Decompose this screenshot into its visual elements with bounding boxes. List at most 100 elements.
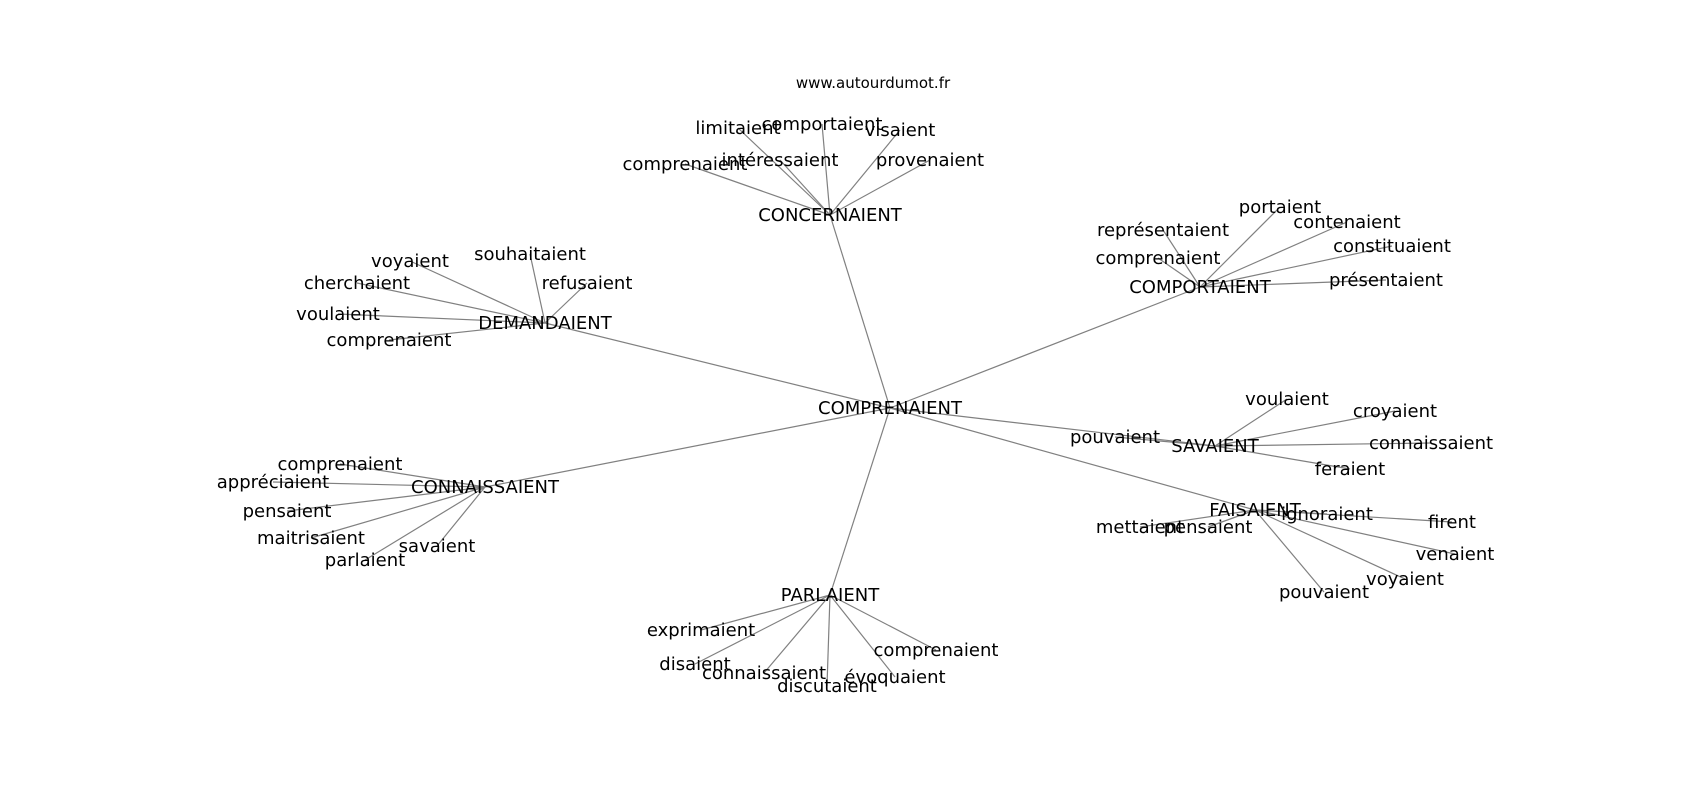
edge-demandaient-voulaient bbox=[337, 313, 546, 324]
leaf-node-voyaient[interactable]: voyaient bbox=[371, 251, 449, 272]
leaf-node-constituaient[interactable]: constituaient bbox=[1333, 236, 1451, 257]
leaf-node-feraient[interactable]: feraient bbox=[1315, 459, 1385, 480]
edge-connaissaient-maitrisaient bbox=[310, 486, 486, 539]
leaf-node-exprimaient[interactable]: exprimaient bbox=[647, 620, 755, 641]
edge-center-connaissaient bbox=[484, 407, 891, 488]
hub-node-faisaient[interactable]: FAISAIENT bbox=[1209, 500, 1302, 521]
leaf-node-ignoraient[interactable]: ignoraient bbox=[1281, 504, 1373, 525]
leaf-node-comprenaient[interactable]: comprenaient bbox=[278, 454, 403, 475]
leaf-node-visaient[interactable]: visaient bbox=[865, 120, 936, 141]
edge-concernaient-interessaient bbox=[779, 159, 831, 216]
edge-comportaient-presentaient bbox=[1199, 279, 1387, 288]
edge-connaissaient-comprenaient bbox=[339, 463, 486, 488]
edge-center-parlaient bbox=[829, 407, 891, 596]
center-node[interactable]: COMPRENAIENT bbox=[818, 398, 963, 419]
edges bbox=[272, 123, 1456, 687]
edge-parlaient-exprimaient bbox=[700, 594, 831, 631]
edge-savaient-croyaient bbox=[1214, 410, 1396, 447]
leaf-node-discutaient[interactable]: discutaient bbox=[777, 676, 877, 697]
edge-demandaient-refusaient bbox=[544, 282, 588, 324]
edge-comportaient-constituaient bbox=[1199, 245, 1393, 288]
edge-center-demandaient bbox=[544, 322, 891, 409]
leaf-node-pouvaient[interactable]: pouvaient bbox=[1070, 427, 1160, 448]
edge-center-concernaient bbox=[829, 214, 891, 409]
hub-node-demandaient[interactable]: DEMANDAIENT bbox=[478, 313, 613, 334]
leaf-node-pouvaient[interactable]: pouvaient bbox=[1279, 582, 1369, 603]
leaf-node-comportaient[interactable]: comportaient bbox=[762, 114, 883, 135]
edge-savaient-connaissaient bbox=[1214, 442, 1432, 447]
edge-comportaient-representaient bbox=[1162, 229, 1201, 288]
leaf-node-presentaient[interactable]: présentaient bbox=[1329, 270, 1443, 291]
edge-connaissaient-savaient bbox=[436, 486, 486, 547]
leaf-node-provenaient[interactable]: provenaient bbox=[876, 150, 984, 171]
edge-connaissaient-pensaient bbox=[286, 486, 486, 512]
leaf-node-comprenaient[interactable]: comprenaient bbox=[874, 640, 999, 661]
edge-comportaient-contenaient bbox=[1199, 221, 1348, 288]
leaf-node-interessaient[interactable]: intéressaient bbox=[722, 150, 839, 171]
leaf-node-portaient[interactable]: portaient bbox=[1239, 197, 1321, 218]
labels: www.autourdumot.frCOMPRENAIENTCONCERNAIE… bbox=[217, 74, 1495, 697]
edge-concernaient-visaient bbox=[829, 129, 901, 216]
leaf-node-limitaient[interactable]: limitaient bbox=[695, 118, 780, 139]
leaf-node-connaissaient[interactable]: connaissaient bbox=[1369, 433, 1493, 454]
leaf-node-connaissaient[interactable]: connaissaient bbox=[702, 663, 826, 684]
leaf-node-cherchaient[interactable]: cherchaient bbox=[304, 273, 410, 294]
leaf-node-representaient[interactable]: représentaient bbox=[1097, 220, 1229, 241]
leaf-node-maitrisaient[interactable]: maitrisaient bbox=[257, 528, 365, 549]
hub-node-comportaient[interactable]: COMPORTAIENT bbox=[1129, 277, 1272, 298]
leaf-node-comprenaient[interactable]: comprenaient bbox=[327, 330, 452, 351]
edge-savaient-pouvaient bbox=[1114, 436, 1216, 447]
leaf-node-contenaient[interactable]: contenaient bbox=[1293, 212, 1400, 233]
leaf-node-evoquaient[interactable]: évoquaient bbox=[844, 667, 945, 688]
leaf-node-voulaient[interactable]: voulaient bbox=[296, 304, 380, 325]
edge-demandaient-voyaient bbox=[409, 260, 546, 324]
edge-faisaient-mettaient bbox=[1139, 509, 1256, 528]
edge-concernaient-limitaient bbox=[737, 127, 831, 216]
hub-node-parlaient[interactable]: PARLAIENT bbox=[781, 585, 880, 606]
edge-savaient-feraient bbox=[1214, 445, 1351, 470]
edge-parlaient-connaissaient bbox=[763, 594, 831, 674]
leaf-node-venaient[interactable]: venaient bbox=[1416, 544, 1495, 565]
edge-connaissaient-appreciaient bbox=[272, 481, 486, 488]
edge-concernaient-provenaient bbox=[829, 159, 931, 216]
edge-demandaient-souhaitaient bbox=[529, 253, 546, 324]
edge-concernaient-comportaient bbox=[821, 123, 831, 216]
leaf-node-comprenaient[interactable]: comprenaient bbox=[623, 154, 748, 175]
leaf-node-refusaient[interactable]: refusaient bbox=[542, 273, 633, 294]
edge-center-savaient bbox=[889, 407, 1216, 447]
leaf-node-mettaient[interactable]: mettaient bbox=[1096, 517, 1184, 538]
edge-center-faisaient bbox=[889, 407, 1256, 511]
edge-faisaient-voyaient bbox=[1254, 509, 1406, 580]
edge-faisaient-firent bbox=[1254, 509, 1453, 523]
edge-parlaient-disaient bbox=[694, 594, 831, 665]
leaf-node-souhaitaient[interactable]: souhaitaient bbox=[474, 244, 586, 265]
leaf-node-voyaient[interactable]: voyaient bbox=[1366, 569, 1444, 590]
edge-faisaient-pensaient bbox=[1207, 509, 1256, 528]
leaf-node-firent[interactable]: firent bbox=[1428, 512, 1476, 533]
edge-faisaient-pouvaient bbox=[1254, 509, 1325, 593]
leaf-node-comprenaient[interactable]: comprenaient bbox=[1096, 248, 1221, 269]
leaf-node-croyaient[interactable]: croyaient bbox=[1353, 401, 1437, 422]
leaf-node-voulaient[interactable]: voulaient bbox=[1245, 389, 1329, 410]
hub-node-connaissaient[interactable]: CONNAISSAIENT bbox=[411, 477, 560, 498]
hub-node-savaient[interactable]: SAVAIENT bbox=[1171, 436, 1260, 457]
leaf-node-appreciaient[interactable]: appréciaient bbox=[217, 472, 329, 493]
edge-comportaient-comprenaient bbox=[1157, 257, 1201, 288]
edge-parlaient-comprenaient bbox=[829, 594, 937, 651]
edge-demandaient-cherchaient bbox=[356, 282, 546, 324]
edge-connaissaient-parlaient bbox=[364, 486, 486, 561]
edge-comportaient-portaient bbox=[1199, 206, 1281, 288]
leaf-node-pensaient[interactable]: pensaient bbox=[243, 501, 332, 522]
leaf-node-savaient[interactable]: savaient bbox=[399, 536, 476, 557]
edge-parlaient-discutaient bbox=[826, 594, 831, 687]
hub-node-concernaient[interactable]: CONCERNAIENT bbox=[758, 205, 903, 226]
edge-center-comportaient bbox=[889, 286, 1201, 409]
edge-parlaient-evoquaient bbox=[829, 594, 896, 678]
leaf-node-pensaient[interactable]: pensaient bbox=[1164, 517, 1253, 538]
edge-demandaient-comprenaient bbox=[388, 322, 546, 341]
leaf-node-parlaient[interactable]: parlaient bbox=[325, 550, 405, 571]
edge-concernaient-comprenaient bbox=[684, 163, 831, 216]
edge-savaient-voulaient bbox=[1214, 398, 1288, 447]
leaf-node-disaient[interactable]: disaient bbox=[659, 654, 730, 675]
